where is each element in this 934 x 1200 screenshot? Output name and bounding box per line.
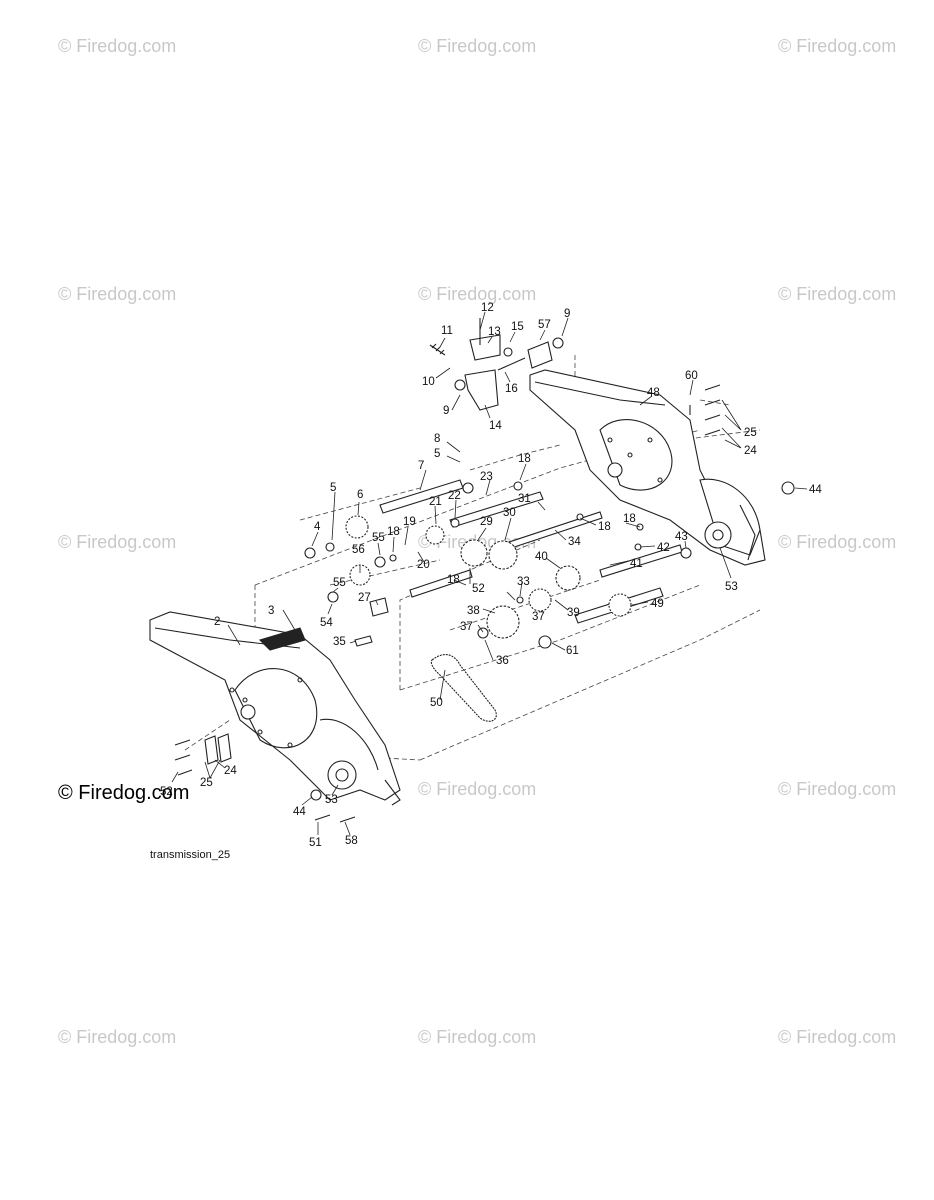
- callout-16: 16: [505, 383, 518, 395]
- callout-33: 33: [517, 576, 530, 588]
- callout-41: 41: [630, 558, 643, 570]
- callout-7: 7: [418, 460, 424, 472]
- callout-38: 38: [467, 605, 480, 617]
- callout-40: 40: [535, 551, 548, 563]
- callout-29: 29: [480, 516, 493, 528]
- callout-60: 60: [685, 370, 698, 382]
- callout-19: 19: [403, 516, 416, 528]
- callout-labels: 12 11 13 15 57 9 10 16 9 14 48 60 25 24 …: [160, 302, 822, 849]
- callout-13: 13: [488, 326, 501, 338]
- watermark: © Firedog.com: [778, 284, 896, 304]
- callout-61: 61: [566, 645, 579, 657]
- callout-25: 25: [200, 777, 213, 789]
- callout-23: 23: [480, 471, 493, 483]
- callout-48: 48: [647, 387, 660, 399]
- callout-42: 42: [657, 542, 670, 554]
- shafts: [354, 479, 683, 647]
- callout-10: 10: [422, 376, 435, 388]
- callout-34: 34: [568, 536, 581, 548]
- callout-53: 53: [725, 581, 738, 593]
- callout-5: 5: [330, 482, 336, 494]
- callout-20: 20: [417, 559, 430, 571]
- watermark: © Firedog.com: [58, 284, 176, 304]
- right-housing: [529, 369, 766, 566]
- callout-52: 52: [472, 583, 485, 595]
- leader-lines: [171, 311, 808, 836]
- upper-bracket-assembly: [429, 318, 564, 411]
- callout-9: 9: [443, 405, 449, 417]
- callout-44: 44: [809, 484, 822, 496]
- callout-15: 15: [511, 321, 524, 333]
- callout-56: 56: [352, 544, 365, 556]
- watermark: © Firedog.com: [778, 532, 896, 552]
- watermark-strong: © Firedog.com: [58, 782, 189, 804]
- callout-14: 14: [489, 420, 502, 432]
- callout-50: 50: [430, 697, 443, 709]
- callout-12: 12: [481, 302, 494, 314]
- watermark: © Firedog.com: [778, 779, 896, 799]
- callout-39: 39: [567, 607, 580, 619]
- callout-55: 55: [372, 532, 385, 544]
- callout-58: 58: [345, 835, 358, 847]
- watermark: © Firedog.com: [418, 1027, 536, 1047]
- callout-18: 18: [518, 453, 531, 465]
- callout-2: 2: [214, 616, 220, 628]
- callout-49: 49: [651, 598, 664, 610]
- watermark: © Firedog.com: [778, 1027, 896, 1047]
- watermark: © Firedog.com: [58, 36, 176, 56]
- callout-9: 9: [564, 308, 570, 320]
- watermark: © Firedog.com: [418, 284, 536, 304]
- callout-37: 37: [532, 611, 545, 623]
- callout-25: 25: [744, 427, 757, 439]
- watermark: © Firedog.com: [418, 779, 536, 799]
- callout-36: 36: [496, 655, 509, 667]
- callout-18: 18: [447, 574, 460, 586]
- watermark: © Firedog.com: [58, 1027, 176, 1047]
- callout-18: 18: [387, 526, 400, 538]
- callout-24: 24: [224, 765, 237, 777]
- callout-18: 18: [623, 513, 636, 525]
- callout-53: 53: [325, 794, 338, 806]
- watermark: © Firedog.com: [778, 36, 896, 56]
- callout-22: 22: [448, 490, 461, 502]
- hardware: [174, 384, 721, 823]
- callout-24: 24: [744, 445, 757, 457]
- watermark: © Firedog.com: [58, 532, 176, 552]
- gears: [304, 481, 795, 801]
- diagram-caption: transmission_25: [150, 849, 230, 861]
- callout-31: 31: [518, 493, 531, 505]
- chain: [430, 654, 497, 722]
- callout-27: 27: [358, 592, 371, 604]
- callout-18: 18: [598, 521, 611, 533]
- callout-51: 51: [309, 837, 322, 849]
- callout-57: 57: [538, 319, 551, 331]
- callout-6: 6: [357, 489, 363, 501]
- callout-55: 55: [333, 577, 346, 589]
- callout-52: 52: [160, 786, 173, 798]
- callout-4: 4: [314, 521, 321, 533]
- callout-21: 21: [429, 496, 442, 508]
- callout-54: 54: [320, 617, 333, 629]
- callout-3: 3: [268, 605, 274, 617]
- callout-11: 11: [441, 325, 453, 337]
- watermark-layer: © Firedog.com © Firedog.com © Firedog.co…: [58, 36, 896, 1047]
- callout-43: 43: [675, 531, 688, 543]
- callout-30: 30: [503, 507, 516, 519]
- watermark: © Firedog.com: [418, 36, 536, 56]
- callout-5: 5: [434, 448, 440, 460]
- callout-37: 37: [460, 621, 473, 633]
- callout-8: 8: [434, 433, 440, 445]
- left-housing: [149, 611, 401, 806]
- callout-35: 35: [333, 636, 346, 648]
- callout-44: 44: [293, 806, 306, 818]
